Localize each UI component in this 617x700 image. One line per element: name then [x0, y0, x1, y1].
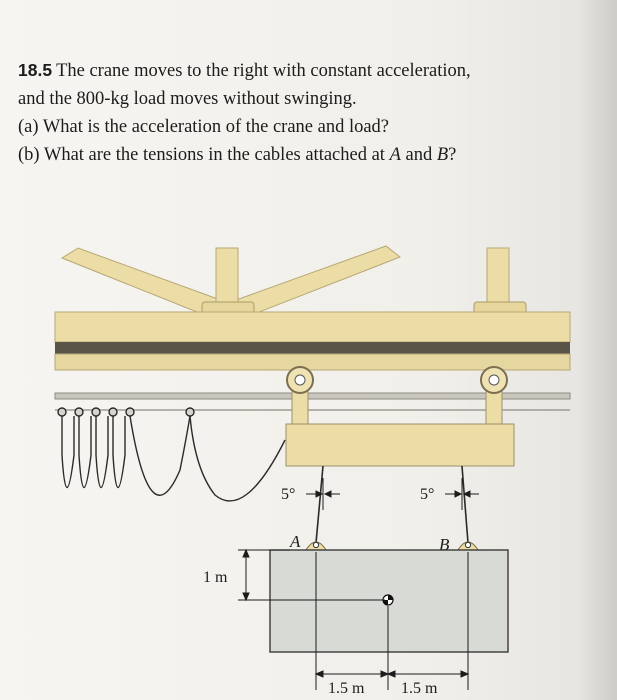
truss-diagonal-left: [60, 247, 227, 319]
cable-b: [461, 465, 469, 544]
truss-diagonal-right: [234, 245, 401, 315]
question-b-mark: ?: [448, 145, 457, 165]
cable-a: [315, 465, 324, 544]
girder-web: [54, 353, 571, 371]
question-b-label: (b): [18, 145, 40, 165]
problem-number: 18.5: [18, 60, 53, 80]
question-a-text: What is the acceleration of the crane an…: [42, 117, 390, 137]
angle-label-right: 5°: [420, 486, 434, 503]
pin-b: [457, 541, 479, 551]
question-b-point-b: B: [436, 145, 449, 165]
question-b-point-a: A: [389, 145, 401, 165]
trolley-carriage: [285, 423, 515, 467]
question-a-label: (a): [18, 117, 39, 137]
festoon-cable: [57, 407, 286, 502]
question-b-text: What are the tensions in the cables atta…: [43, 145, 385, 165]
crane-figure: 5° 5° A B 1 m 1.5 m 1.5 m: [54, 245, 571, 697]
problem-intro-1: The crane moves to the right with consta…: [56, 61, 471, 81]
dimension-lines: [238, 548, 470, 690]
distance-right-label: 1.5 m: [401, 680, 438, 697]
crane-rail: [54, 392, 571, 400]
question-a: (a) What is the acceleration of the cran…: [18, 113, 598, 141]
distance-left-label: 1.5 m: [328, 680, 365, 697]
trolley-wheel-left: [286, 366, 314, 441]
question-b: (b) What are the tensions in the cables …: [18, 141, 598, 169]
pin-a: [305, 541, 327, 551]
height-dimension-label: 1 m: [203, 569, 228, 586]
page-edge-shadow: [577, 0, 617, 700]
problem-line-2: and the 800-kg load moves without swingi…: [18, 85, 598, 113]
problem-intro-2: and the 800-kg load moves without swingi…: [18, 89, 357, 109]
girder-dark-band: [55, 342, 570, 354]
girder-top-flange: [54, 311, 571, 343]
point-b-label: B: [439, 535, 450, 554]
angle-markers: [306, 478, 479, 510]
question-b-and: and: [400, 145, 437, 165]
angle-label-left: 5°: [281, 486, 295, 503]
point-a-label: A: [289, 532, 301, 551]
